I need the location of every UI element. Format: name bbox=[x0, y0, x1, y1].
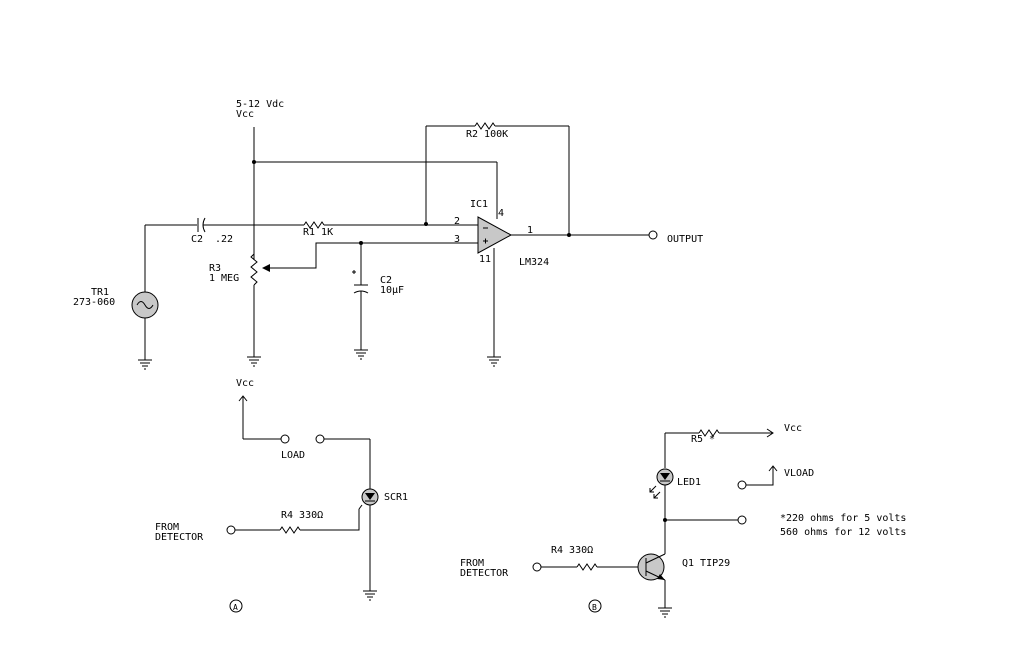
r1-label: R1 1K bbox=[303, 227, 333, 238]
transistor-label: Q1 TIP29 bbox=[682, 558, 730, 569]
ground-icon bbox=[247, 356, 261, 367]
vcc-wiring bbox=[252, 127, 498, 260]
r3-value-label: 1 MEG bbox=[209, 273, 239, 284]
scr-label: SCR1 bbox=[384, 492, 408, 503]
vload-arrow-icon bbox=[768, 465, 778, 472]
ground-icon bbox=[658, 607, 672, 618]
output-label: OUTPUT bbox=[667, 234, 703, 245]
detector-label-b-line2: DETECTOR bbox=[460, 568, 509, 579]
supply-vcc-label: Vcc bbox=[236, 109, 254, 120]
r1-resistor-symbol bbox=[303, 221, 325, 229]
vcc-arrow-icon bbox=[238, 395, 281, 440]
ground-icon bbox=[363, 590, 377, 601]
detector-label-b-line1: FROM bbox=[460, 558, 484, 569]
vload-label: VLOAD bbox=[784, 468, 814, 479]
tr1-ref-label: TR1 bbox=[91, 287, 109, 298]
r5-label: R5 * bbox=[691, 434, 715, 445]
detector-label-a-line2: DETECTOR bbox=[155, 532, 204, 543]
supply-range-label: 5-12 Vdc bbox=[236, 99, 284, 110]
vcc-arrow-icon-b bbox=[766, 428, 774, 438]
vload-wiring bbox=[737, 465, 778, 490]
load-label: LOAD bbox=[281, 450, 305, 461]
c2-value-label: .22 bbox=[215, 234, 233, 245]
r5-note-line2: 560 ohms for 12 volts bbox=[780, 527, 906, 538]
r4-label-a: R4 330Ω bbox=[281, 510, 323, 521]
load-terminal-left bbox=[280, 434, 290, 444]
vcc-label-b: Vcc bbox=[784, 423, 802, 434]
detector-label-a-line1: FROM bbox=[155, 522, 179, 533]
ground-icon bbox=[354, 349, 368, 360]
ground-icon bbox=[138, 359, 152, 370]
vload-terminal bbox=[737, 480, 747, 490]
detector-input-terminal-b bbox=[532, 562, 542, 572]
collector-terminal bbox=[737, 515, 747, 525]
r4-resistor-symbol-b bbox=[576, 563, 598, 571]
potentiometer-symbol bbox=[250, 241, 478, 357]
c2-bypass-ref-label: C2 bbox=[380, 275, 392, 286]
r5-resistor-symbol bbox=[698, 429, 720, 437]
ic-pin-11-label: 11 bbox=[479, 254, 491, 265]
ic-pin-3-label: 3 bbox=[454, 234, 460, 245]
npn-transistor-symbol bbox=[637, 553, 666, 608]
scr-circuit-a: Vcc LOAD SCR1 R4 330Ω FROM bbox=[155, 378, 408, 613]
c2-ref-label: C2 bbox=[191, 234, 203, 245]
input-wiring bbox=[144, 221, 478, 292]
ic-pin-1-label: 1 bbox=[527, 225, 533, 236]
detector-input-terminal-a bbox=[226, 525, 236, 535]
amplifier-circuit: 5-12 Vdc Vcc R2 100K IC1 4 2 3 11 1 LM32… bbox=[73, 99, 703, 370]
r2-resistor-symbol bbox=[474, 122, 496, 130]
r4-resistor-symbol-a bbox=[279, 526, 301, 534]
ground-icon bbox=[487, 356, 501, 367]
tr1-part-label: 273-060 bbox=[73, 297, 115, 308]
marker-b-circle bbox=[588, 599, 602, 613]
electrolytic-capacitor-symbol bbox=[352, 243, 369, 350]
vcc-wiring-b bbox=[664, 428, 774, 468]
op-amp-symbol bbox=[477, 216, 513, 254]
transistor-circuit-b: R5 * Vcc LED1 VLOAD *220 ohms for 5 volt… bbox=[460, 423, 906, 618]
r3-ref-label: R3 bbox=[209, 263, 221, 274]
ic-pin-2-label: 2 bbox=[454, 216, 460, 227]
ac-source-icon bbox=[131, 291, 159, 360]
led-symbol bbox=[649, 468, 674, 554]
marker-b-label: B bbox=[592, 603, 597, 612]
ic-pin-4-label: 4 bbox=[498, 208, 504, 219]
ic-ref-label: IC1 bbox=[470, 199, 488, 210]
ic-part-label: LM324 bbox=[519, 257, 549, 268]
marker-a-label: A bbox=[233, 603, 238, 612]
c2-bypass-value-label: 10µF bbox=[380, 285, 404, 296]
vcc-label-a: Vcc bbox=[236, 378, 254, 389]
load-terminal-right bbox=[315, 434, 325, 444]
r2-label: R2 100K bbox=[466, 129, 508, 140]
scr-symbol bbox=[358, 488, 379, 591]
coupling-capacitor-symbol bbox=[197, 217, 206, 233]
collector-tap-wiring bbox=[663, 515, 747, 525]
r4-label-b: R4 330Ω bbox=[551, 545, 593, 556]
output-terminal bbox=[648, 230, 658, 240]
r5-note-line1: *220 ohms for 5 volts bbox=[780, 513, 906, 524]
output-wiring bbox=[511, 230, 658, 240]
led-label: LED1 bbox=[677, 477, 701, 488]
marker-a-circle bbox=[229, 599, 243, 613]
